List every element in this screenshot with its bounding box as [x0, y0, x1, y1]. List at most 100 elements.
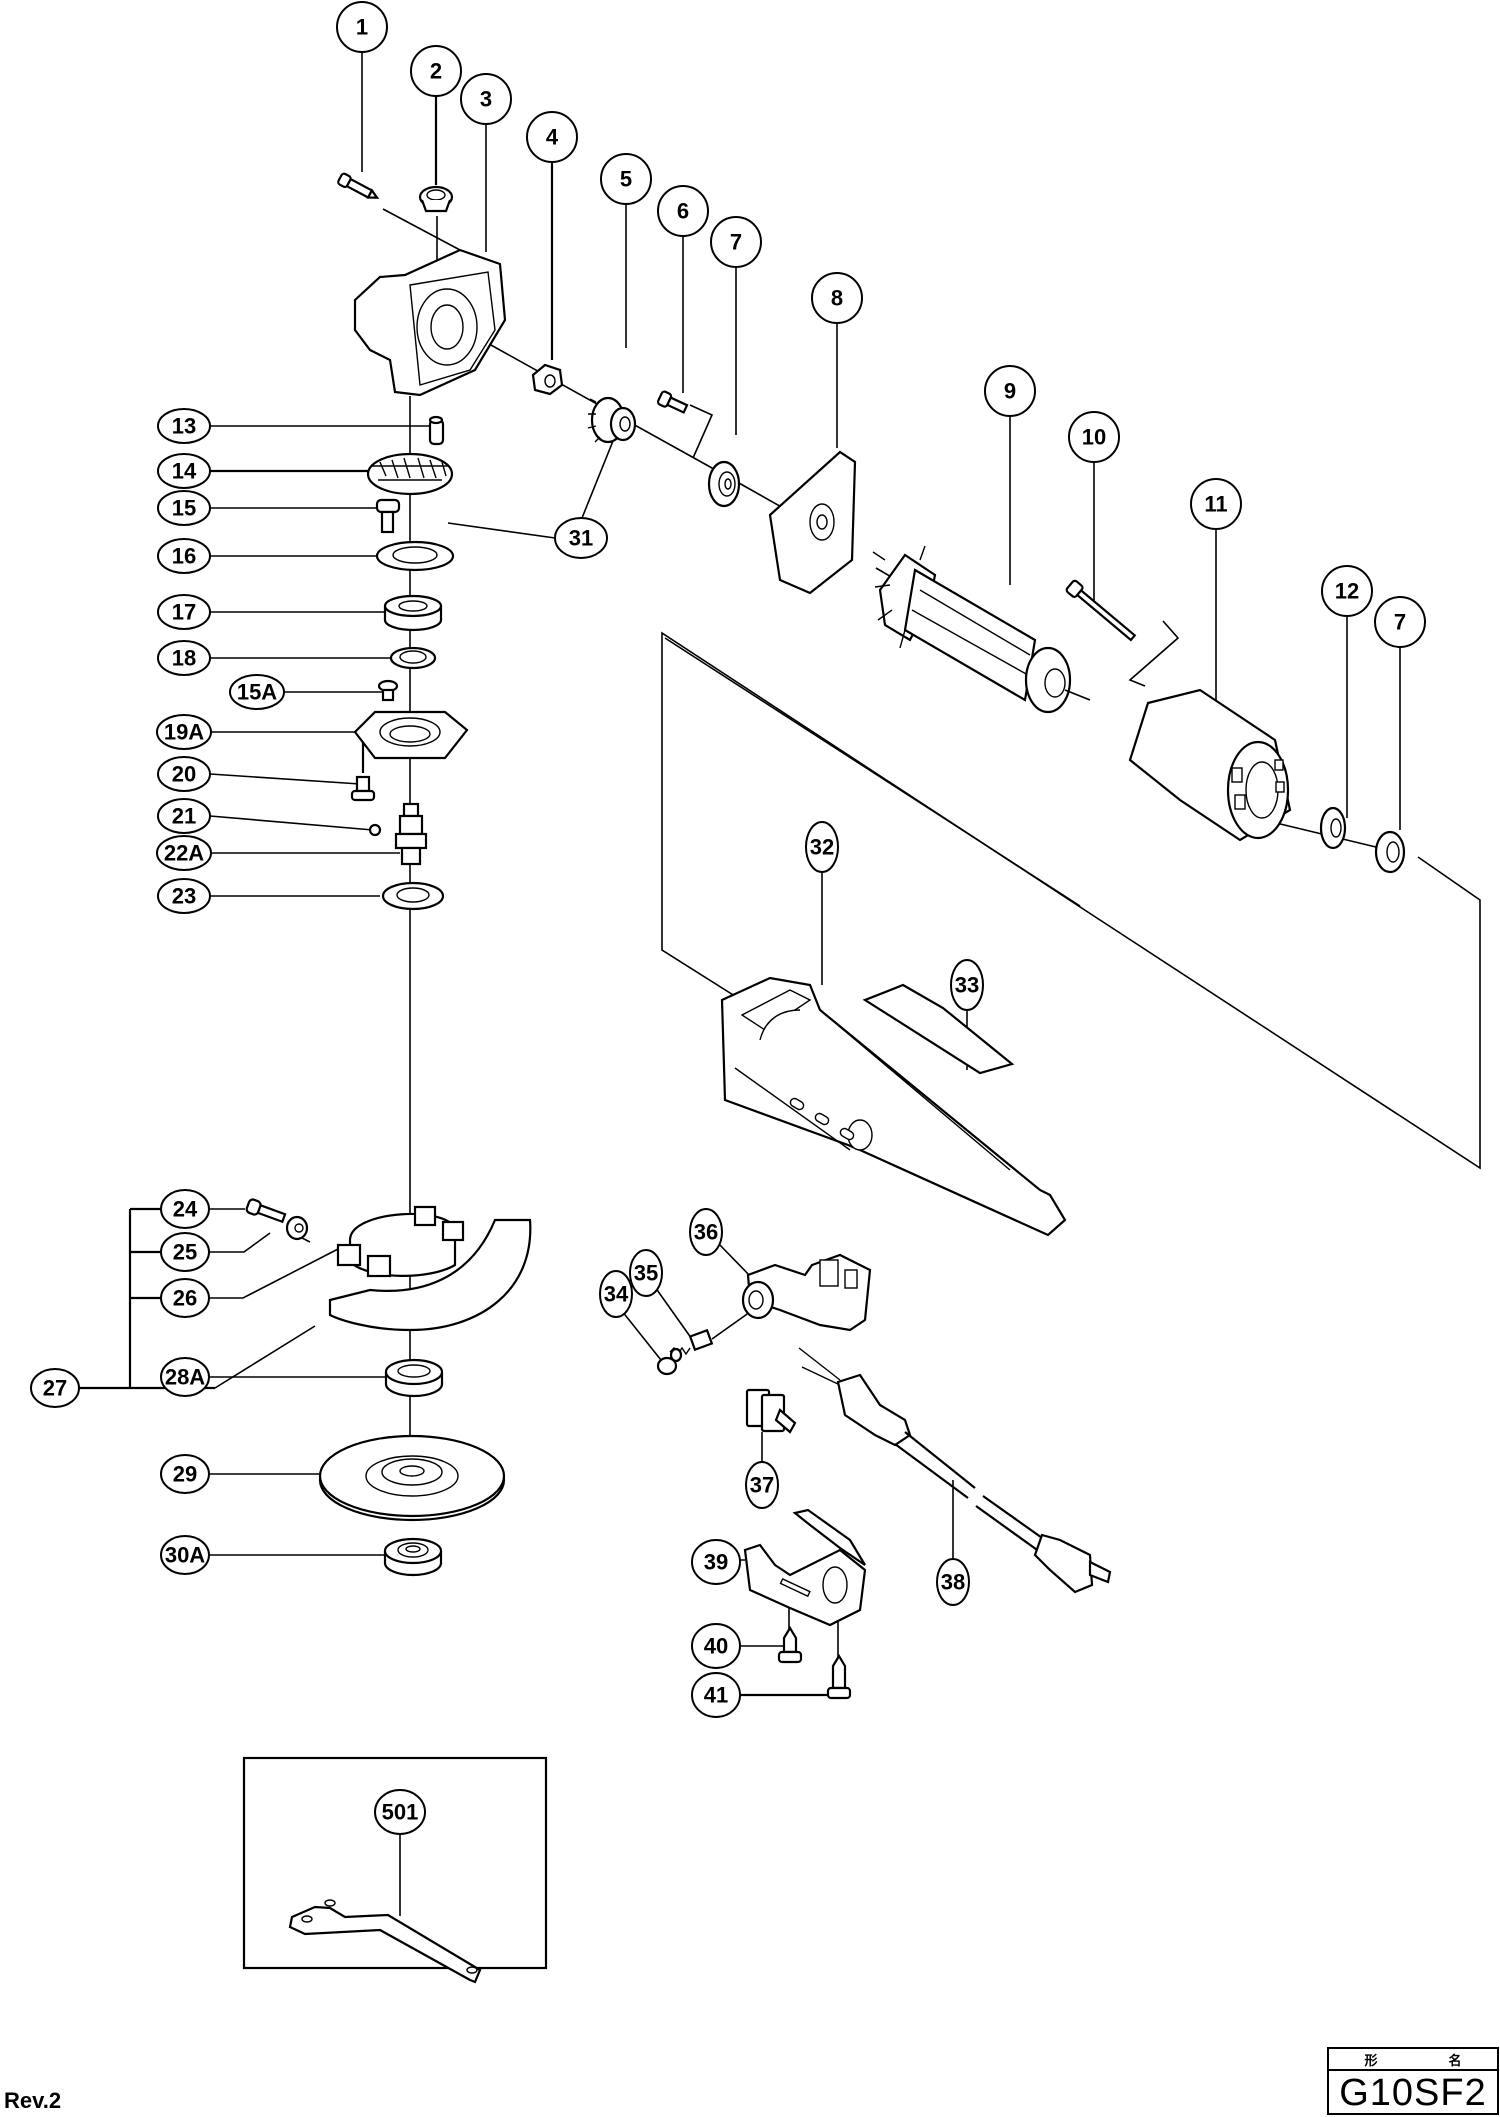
svg-text:17: 17: [172, 600, 196, 625]
callout-37: 37: [745, 1461, 779, 1509]
callout-7-right: 7: [1374, 596, 1426, 648]
part-19A-bearing-cover: [353, 710, 469, 760]
callout-6: 6: [657, 185, 709, 237]
svg-text:13: 13: [172, 414, 196, 439]
part-23-washer: [381, 881, 445, 911]
callout-25: 25: [160, 1232, 210, 1272]
svg-text:32: 32: [810, 835, 834, 860]
callout-501: 501: [374, 1789, 426, 1835]
callout-10: 10: [1068, 411, 1120, 463]
svg-text:18: 18: [172, 646, 196, 671]
svg-text:38: 38: [941, 1570, 965, 1595]
svg-text:501: 501: [382, 1800, 419, 1825]
callout-21: 21: [157, 798, 211, 834]
svg-text:27: 27: [43, 1376, 67, 1401]
part-32-housing: [720, 976, 1067, 1237]
part-drawings: [242, 172, 1406, 1984]
part-2-grommet: [418, 185, 454, 213]
part-38-cord: [798, 1347, 1112, 1594]
leader-lines: [78, 52, 1481, 1916]
part-17-ball-bearing: [383, 594, 443, 632]
svg-text:23: 23: [172, 884, 196, 909]
svg-text:36: 36: [694, 1220, 718, 1245]
part-40-tapping-screw: [777, 1625, 803, 1664]
part-33-name-plate: [862, 983, 1015, 1075]
callout-7-top: 7: [710, 216, 762, 268]
svg-text:29: 29: [173, 1462, 197, 1487]
part-13-pin: [428, 415, 445, 446]
callout-30A: 30A: [160, 1535, 210, 1575]
revision-label: Rev.2: [4, 2088, 62, 2113]
svg-text:26: 26: [173, 1286, 197, 1311]
callout-15A: 15A: [229, 674, 285, 710]
callout-28A: 28A: [160, 1357, 210, 1397]
part-25-washer: [285, 1215, 309, 1241]
callout-36: 36: [689, 1208, 723, 1256]
part-6-screw: [656, 390, 689, 414]
callouts: 1 2 3 4 5 6 7 8 9 10 11 12 7 13 14 31 15…: [30, 1, 1426, 1835]
part-4-nut: [531, 363, 564, 396]
svg-text:5: 5: [620, 167, 632, 192]
part-36-brush-holder-switch: [741, 1253, 872, 1332]
callout-29: 29: [160, 1454, 210, 1494]
model-name-header: 形 名: [1329, 2049, 1497, 2071]
part-7-ball-bearing-b: [1374, 830, 1406, 874]
part-15A-screw: [377, 679, 399, 702]
svg-text:15: 15: [172, 496, 196, 521]
callout-17: 17: [157, 594, 211, 630]
callout-4: 4: [526, 111, 578, 163]
part-11-stator: [1128, 688, 1292, 842]
svg-text:28A: 28A: [165, 1365, 205, 1390]
part-9-armature: [872, 545, 1091, 714]
svg-text:30A: 30A: [165, 1543, 205, 1568]
part-20-screw: [350, 775, 376, 802]
part-21-key: [368, 823, 382, 837]
accessory-box: [242, 1756, 548, 1970]
callout-24: 24: [160, 1189, 210, 1229]
svg-text:8: 8: [831, 286, 843, 311]
part-8-housing-plate: [768, 450, 857, 595]
callout-40: 40: [691, 1623, 741, 1669]
part-37-switch: [745, 1388, 797, 1434]
part-18-washer: [389, 646, 437, 670]
svg-text:37: 37: [750, 1473, 774, 1498]
part-28A-wheel-washer: [384, 1358, 444, 1398]
callout-9: 9: [984, 365, 1036, 417]
part-16-gear-plate: [375, 540, 455, 572]
svg-text:12: 12: [1335, 579, 1359, 604]
callout-1: 1: [336, 1, 388, 53]
part-15-machine-screw: [375, 498, 401, 534]
part-501-wrench: [288, 1899, 482, 1984]
callout-3: 3: [460, 73, 512, 125]
part-1-screw: [337, 172, 380, 199]
callout-38: 38: [936, 1558, 970, 1606]
callout-31: 31: [554, 517, 608, 559]
svg-text:25: 25: [173, 1240, 197, 1265]
part-5-pinion-gear: [587, 396, 637, 444]
svg-text:2: 2: [430, 59, 442, 84]
callout-22A: 22A: [156, 835, 212, 871]
model-header-char-2: 名: [1448, 2053, 1462, 2069]
part-26-guard-band: [336, 1205, 465, 1278]
callout-23: 23: [157, 878, 211, 914]
part-39-tail-cover: [743, 1508, 867, 1627]
svg-text:33: 33: [955, 973, 979, 998]
callout-35: 35: [629, 1249, 663, 1297]
part-30A-wheel-nut: [383, 1537, 443, 1577]
callout-32: 32: [805, 821, 839, 873]
part-14-spiral-bevel-gear: [366, 452, 454, 496]
svg-text:22A: 22A: [164, 841, 204, 866]
callout-11: 11: [1190, 478, 1242, 530]
callout-2: 2: [410, 45, 462, 97]
svg-text:10: 10: [1082, 425, 1106, 450]
part-27-wheel-guard: [328, 1218, 532, 1332]
model-name: G10SF2: [1339, 2071, 1487, 2114]
callout-16: 16: [157, 538, 211, 574]
svg-text:20: 20: [172, 762, 196, 787]
part-3-gear-cover: [353, 248, 507, 397]
callout-12: 12: [1321, 565, 1373, 617]
svg-text:7: 7: [730, 230, 742, 255]
svg-text:19A: 19A: [164, 720, 204, 745]
svg-text:15A: 15A: [237, 680, 277, 705]
